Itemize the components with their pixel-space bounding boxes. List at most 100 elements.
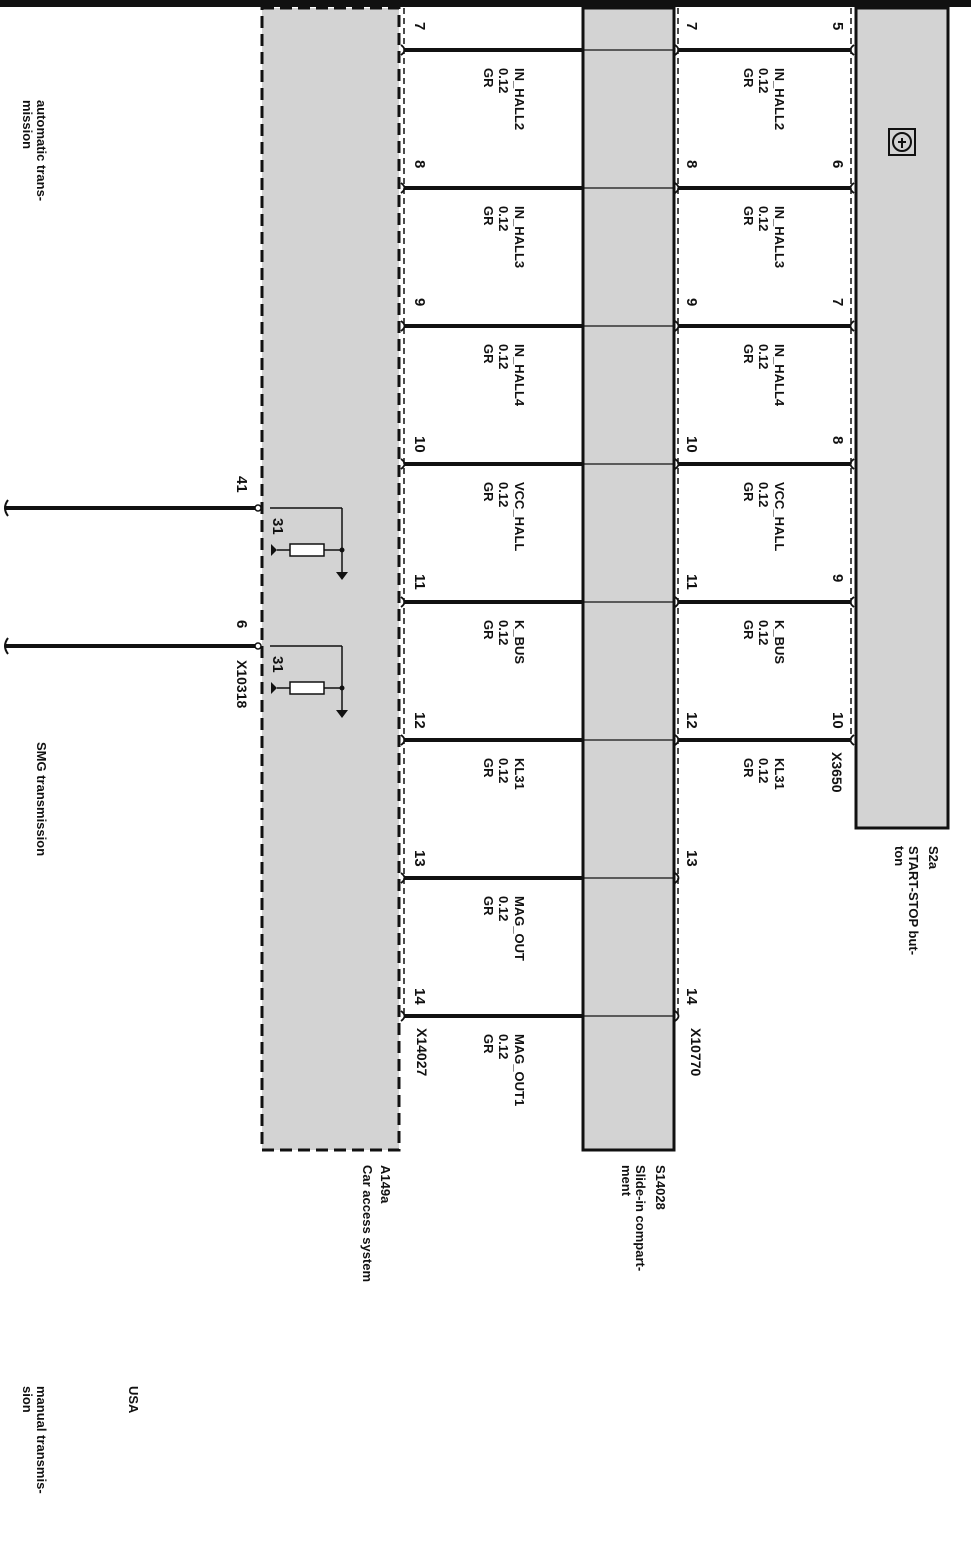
- wire-signal: K_BUS: [512, 620, 527, 665]
- pin-mid: 12: [683, 712, 700, 729]
- pin-terminal-icon: [849, 596, 855, 608]
- x10318-label: X10318: [234, 660, 250, 709]
- pin-terminal-icon: [400, 1010, 406, 1022]
- wire-signal: KL31: [512, 758, 527, 790]
- pin-top: 5: [829, 22, 846, 31]
- pin-terminal-icon: [400, 44, 406, 56]
- pin-top: 8: [829, 436, 846, 445]
- note-smg: SMG transmission: [34, 742, 49, 857]
- start-stop-button-module: [854, 6, 950, 830]
- pin-terminal-icon: [849, 458, 855, 470]
- pin-6: 6: [233, 620, 250, 629]
- ground-arrow-icon: [271, 682, 277, 694]
- wires-bottom: [400, 44, 674, 1022]
- note-manual: manual transmis- sion: [20, 1386, 49, 1494]
- wire-size: 0.12: [756, 482, 771, 508]
- wire-color: GR: [481, 482, 496, 502]
- car-access-system-module: [260, 6, 401, 1152]
- pin-terminal-icon: [674, 596, 680, 608]
- wire-size: 0.12: [496, 68, 511, 94]
- slide-in-name: Slide-in compart- ment: [619, 1165, 648, 1272]
- wire-size: 0.12: [756, 206, 771, 232]
- pin-31-b: 31: [269, 656, 286, 673]
- pin-bottom: 7: [411, 22, 428, 31]
- cas-output-6: [4, 637, 348, 718]
- ground-icon: [336, 572, 348, 580]
- pin-mid: 11: [683, 574, 700, 590]
- note-usa: USA: [126, 1386, 141, 1414]
- pin-mid: 10: [683, 436, 700, 453]
- wire-color: GR: [741, 620, 756, 640]
- pin-mid: 13: [683, 850, 700, 867]
- wire-signal: IN_HALL4: [512, 344, 527, 407]
- slide-in-id: S14028: [653, 1165, 668, 1210]
- pin-mid: 9: [683, 298, 700, 307]
- wire-size: 0.12: [496, 896, 511, 922]
- slide-in-compartment-module: [581, 6, 676, 1152]
- pin-31-a: 31: [269, 518, 286, 535]
- pin-terminal-icon: [400, 458, 406, 470]
- pin-terminal-icon: [400, 596, 406, 608]
- wire-signal: IN_HALL2: [772, 68, 787, 131]
- pin-terminal-icon: [400, 320, 406, 332]
- wire-size: 0.12: [756, 758, 771, 784]
- wire-size: 0.12: [496, 206, 511, 232]
- wire-signal: KL31: [772, 758, 787, 790]
- wire-signal: IN_HALL3: [772, 206, 787, 269]
- wire-size: 0.12: [496, 620, 511, 646]
- x10770-label: X10770: [688, 1028, 704, 1077]
- pin-top: 10: [829, 712, 846, 729]
- pin-terminal-icon: [674, 182, 680, 194]
- wire-size: 0.12: [496, 1034, 511, 1060]
- wire-size: 0.12: [756, 620, 771, 646]
- pin-mid: 7: [683, 22, 700, 31]
- pin-terminal-icon: [674, 1010, 680, 1022]
- cas-output-41: [4, 499, 348, 580]
- ground-arrow-icon: [271, 544, 277, 556]
- wire-size: 0.12: [756, 344, 771, 370]
- wire-signal: IN_HALL3: [512, 206, 527, 269]
- pin-mid: 14: [683, 988, 700, 1005]
- pin-bottom: 9: [411, 298, 428, 307]
- wires-top: [674, 44, 855, 1022]
- pin-bottom: 10: [411, 436, 428, 453]
- pin-terminal-icon: [849, 44, 855, 56]
- wire-signal: MAG_OUT1: [512, 1034, 527, 1107]
- wire-size: 0.12: [496, 758, 511, 784]
- note-automatic: automatic trans- mission: [20, 100, 49, 202]
- pin-terminal-icon: [400, 182, 406, 194]
- wire-color: GR: [481, 758, 496, 778]
- x3650-label: X3650: [829, 752, 845, 793]
- pin-terminal-icon: [400, 734, 406, 746]
- pin-mid: 8: [683, 160, 700, 169]
- cas-id: A149a: [378, 1165, 393, 1204]
- wire-color: GR: [481, 1034, 496, 1054]
- start-stop-id: S2a: [926, 846, 941, 870]
- pin-terminal-icon: [674, 44, 680, 56]
- pin-bottom: 14: [411, 988, 428, 1005]
- wire-signal: IN_HALL4: [772, 344, 787, 407]
- wire-signal: K_BUS: [772, 620, 787, 665]
- wire-color: GR: [481, 344, 496, 364]
- pin-41: 41: [233, 476, 250, 493]
- wire-signal: IN_HALL2: [512, 68, 527, 131]
- start-stop-name: START-STOP but- ton: [892, 846, 921, 956]
- pin-bottom: 8: [411, 160, 428, 169]
- top-border: [0, 0, 971, 7]
- wire-signal: VCC_HALL: [772, 482, 787, 552]
- pin-terminal-icon: [400, 872, 406, 884]
- pin-top: 9: [829, 574, 846, 583]
- wire-color: GR: [741, 68, 756, 88]
- wire-color: GR: [481, 68, 496, 88]
- ground-icon: [336, 710, 348, 718]
- x14027-label: X14027: [414, 1028, 430, 1077]
- wire-color: GR: [741, 758, 756, 778]
- pin-terminal-icon: [674, 872, 680, 884]
- wire-signal: MAG_OUT: [512, 896, 527, 961]
- wire-size: 0.12: [756, 68, 771, 94]
- wire-color: GR: [481, 620, 496, 640]
- wire-color: GR: [481, 206, 496, 226]
- wire-color: GR: [741, 482, 756, 502]
- pin-top: 7: [829, 298, 846, 307]
